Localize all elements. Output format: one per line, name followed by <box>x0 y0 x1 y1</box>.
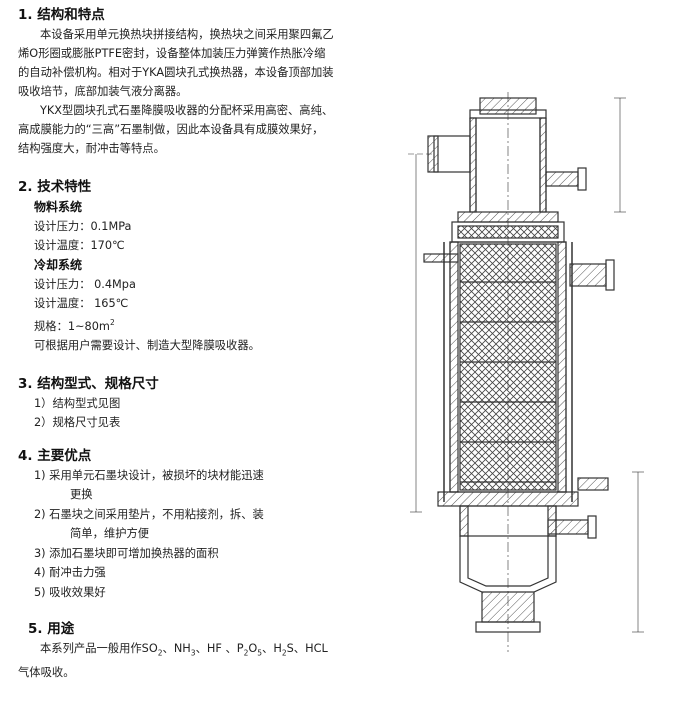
advantage-item-2: 2) 石墨块之间采用垫片，不用粘接剂，拆、装 <box>34 507 264 521</box>
text-run: O <box>248 642 258 656</box>
text-run: 本系列产品一般用作SO <box>40 642 158 656</box>
text-line: 结构强度大，耐冲击等特点。 <box>18 142 165 155</box>
section-title-structure-type: 3. 结构型式、规格尺寸 <box>18 375 159 392</box>
structure-paragraph-2: YKX型圆块孔式石墨降膜吸收器的分配杯采用高密、高纯、 高成膜能力的“三高”石墨… <box>18 101 398 158</box>
subscript: 2 <box>157 648 163 658</box>
text-line: 的自动补偿机构。相对于YKA圆块孔式换热器，本设备顶部加装 <box>18 66 334 79</box>
text-column: 1. 结构和特点 本设备采用单元换热块拼接结构，换热块之间采用聚四氟乙 烯O形圈… <box>18 6 398 682</box>
size-table-item: 2）规格尺寸见表 <box>34 416 121 430</box>
subscript: 3 <box>190 648 196 658</box>
section-title-usage: 5. 用途 <box>28 621 75 638</box>
cooling-temperature: 设计温度： 165℃ <box>34 297 129 310</box>
left-nozzle <box>433 135 471 173</box>
cooling-pressure: 设计压力： 0.4Mpa <box>34 278 136 291</box>
cooling-system-title: 冷却系统 <box>34 258 83 272</box>
subscript: 2 <box>281 648 287 658</box>
right-top-nozzle <box>545 171 579 187</box>
structure-type-item: 1）结构型式见图 <box>34 396 121 410</box>
coolant-nozzle-bottom <box>577 477 609 491</box>
material-pressure: 设计压力：0.1MPa <box>34 220 132 233</box>
structure-paragraph-1: 本设备采用单元换热块拼接结构，换热块之间采用聚四氟乙 烯O形圈或膨胀PTFE密封… <box>18 25 398 101</box>
section-title-structure: 1. 结构和特点 <box>18 7 105 23</box>
text-line: 吸收培节，底部加装气液分离器。 <box>18 85 188 98</box>
text-line: 烯O形圈或膨胀PTFE密封，设备整体加装压力弹簧作热胀冷缩 <box>18 47 326 60</box>
section-title-specs: 2. 技术特性 <box>18 179 92 195</box>
spec-superscript: 2 <box>109 318 115 327</box>
absorber-structure-drawing <box>408 92 644 652</box>
subscript: 5 <box>257 648 263 658</box>
lower-flange <box>437 491 579 507</box>
text-run: 、HF 、P <box>195 642 244 656</box>
advantage-item-1-cont: 更换 <box>70 488 93 502</box>
advantage-item-2-cont: 简单，维护方便 <box>70 527 150 541</box>
advantage-item-5: 5) 吸收效果好 <box>34 585 106 599</box>
gas-outlet-nozzle <box>547 519 589 535</box>
text-run: 、NH <box>162 642 191 656</box>
usage-line-2: 气体吸收。 <box>18 665 75 679</box>
subscript: 2 <box>243 648 249 658</box>
advantage-item-4: 4) 耐冲击力强 <box>34 566 106 580</box>
text-run: S、HCL <box>286 642 328 656</box>
top-flange <box>479 97 537 115</box>
section-title-advantages: 4. 主要优点 <box>18 447 92 464</box>
spec-text: 规格：1~80m <box>34 319 110 333</box>
bottom-flange <box>475 621 541 633</box>
usage-line-1: 本系列产品一般用作SO2、NH3、HF 、P2O5、H2S、HCL <box>18 639 398 662</box>
spec-range: 规格：1~80m2 <box>34 313 398 336</box>
upper-flange <box>457 211 559 223</box>
bottom-outlet <box>481 592 535 623</box>
material-system-title: 物料系统 <box>34 200 83 214</box>
text-line: 高成膜能力的“三高”石墨制做，因此本设备具有成膜效果好， <box>18 123 324 136</box>
material-temperature: 设计温度：170℃ <box>34 239 125 252</box>
graphite-blocks <box>459 243 557 491</box>
text-line: 本设备采用单元换热块拼接结构，换热块之间采用聚四氟乙 <box>40 28 334 41</box>
text-run: 、H <box>262 642 282 656</box>
advantage-item-1: 1) 采用单元石墨块设计，被损坏的块材能迅速 <box>34 468 264 482</box>
text-line: YKX型圆块孔式石墨降膜吸收器的分配杯采用高密、高纯、 <box>40 104 334 117</box>
advantage-item-3: 3) 添加石墨块即可增加换热器的面积 <box>34 546 219 560</box>
custom-design-note: 可根据用户需要设计、制造大型降膜吸收器。 <box>34 338 260 352</box>
coolant-nozzle-top <box>569 263 607 287</box>
top-cap <box>469 109 547 119</box>
